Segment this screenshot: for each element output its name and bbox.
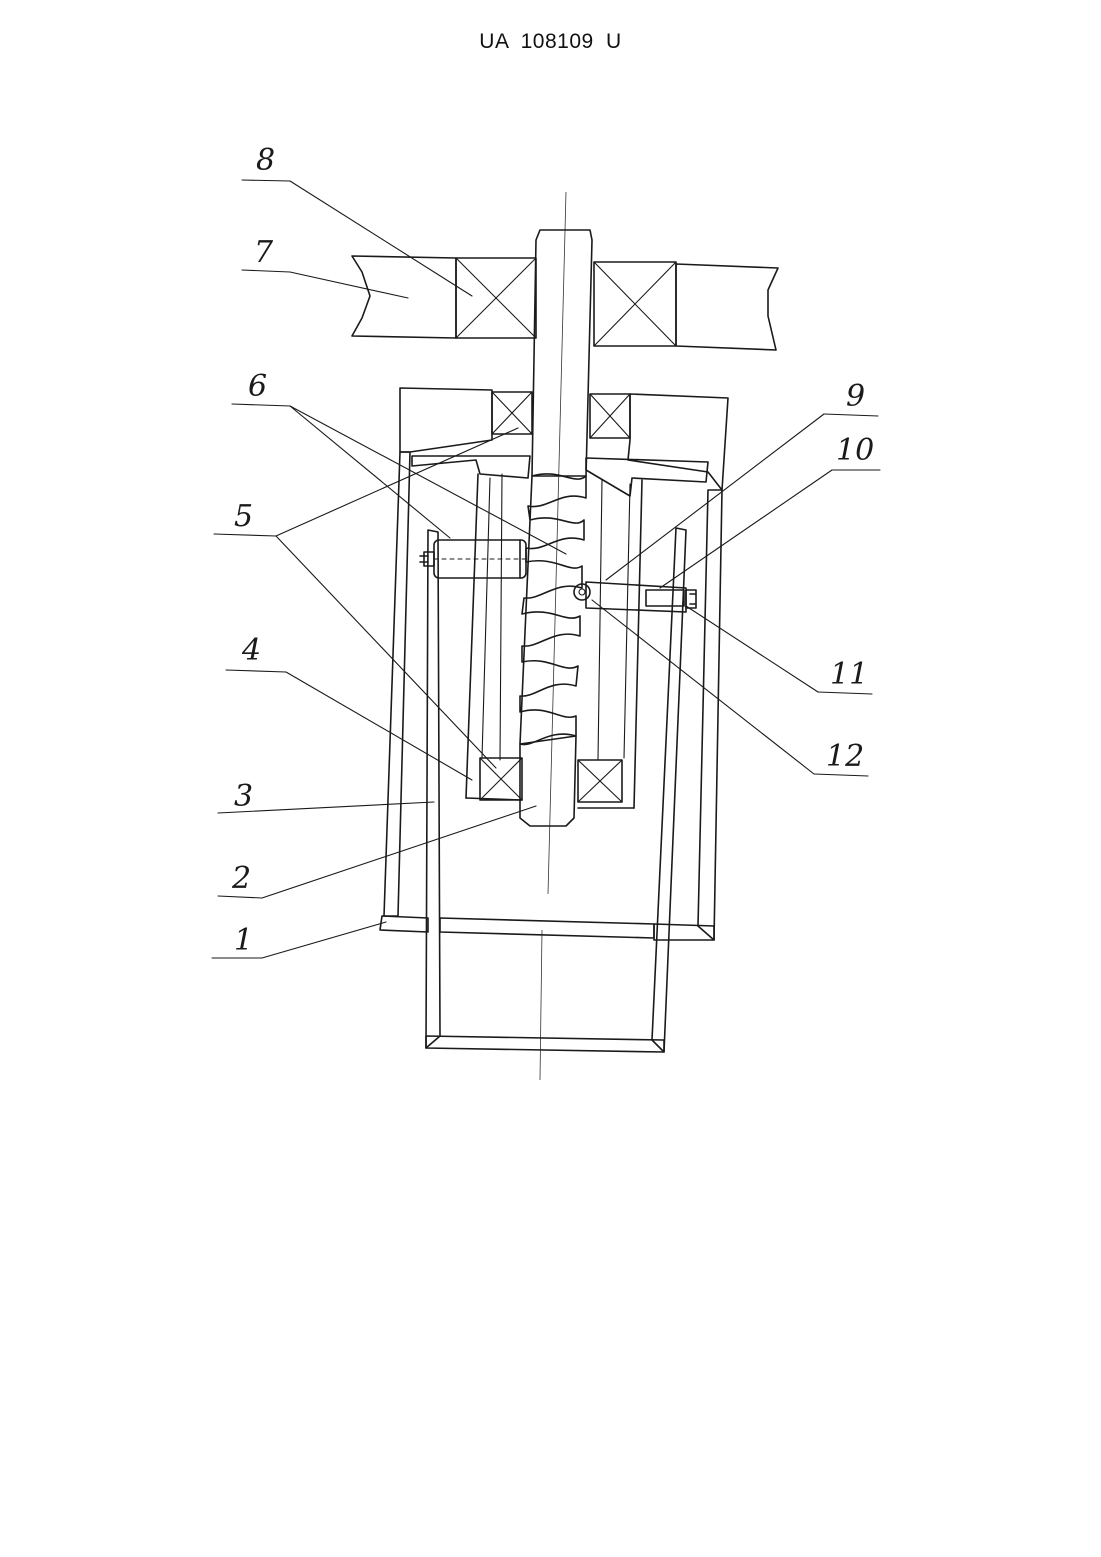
label-5: 5 bbox=[234, 499, 253, 534]
label-8: 8 bbox=[256, 143, 275, 178]
pin-6 bbox=[420, 540, 526, 578]
shaft-lower bbox=[520, 736, 576, 826]
pin-assembly-right bbox=[574, 582, 696, 612]
part-labels: 8 7 6 5 4 3 2 1 9 10 11 12 bbox=[231, 143, 874, 958]
label-6: 6 bbox=[248, 369, 267, 404]
label-2: 2 bbox=[231, 861, 251, 896]
nut-sleeve bbox=[412, 456, 708, 808]
sleeve-top-right bbox=[586, 458, 708, 496]
housing-top-cap bbox=[400, 388, 492, 452]
label-12: 12 bbox=[826, 739, 864, 774]
housing-top-cap-right bbox=[628, 394, 728, 490]
housing-right-wall bbox=[698, 490, 722, 940]
screw-shaft-2 bbox=[520, 230, 592, 826]
housing-bottom-left bbox=[380, 916, 428, 932]
cup-crossbar bbox=[440, 918, 654, 938]
label-11: 11 bbox=[830, 657, 868, 692]
pulley-right-hatch bbox=[676, 264, 778, 350]
label-7: 7 bbox=[254, 235, 274, 270]
label-3: 3 bbox=[234, 779, 253, 814]
label-4: 4 bbox=[241, 633, 261, 668]
cup-bottom bbox=[426, 1036, 664, 1052]
sleeve-right-mid bbox=[598, 480, 602, 760]
pin-11-tip bbox=[646, 590, 684, 606]
sleeve-left-inner bbox=[482, 478, 490, 758]
center-axis-lower bbox=[540, 930, 542, 1080]
pin-screw-head bbox=[686, 590, 696, 608]
sleeve-left-mid bbox=[500, 474, 502, 760]
housing-left-wall bbox=[384, 452, 410, 916]
label-9: 9 bbox=[846, 379, 865, 414]
pin-6-body bbox=[434, 540, 526, 578]
leaders bbox=[212, 180, 880, 958]
pulley-7 bbox=[352, 256, 778, 350]
sleeve-right-inner bbox=[624, 484, 630, 758]
label-1: 1 bbox=[234, 923, 253, 958]
cup-left-wall bbox=[426, 530, 440, 1048]
sleeve-right-outer bbox=[634, 480, 642, 808]
sleeve-left-outer bbox=[466, 474, 478, 798]
label-10: 10 bbox=[836, 433, 874, 468]
pin-6-head bbox=[420, 552, 434, 566]
